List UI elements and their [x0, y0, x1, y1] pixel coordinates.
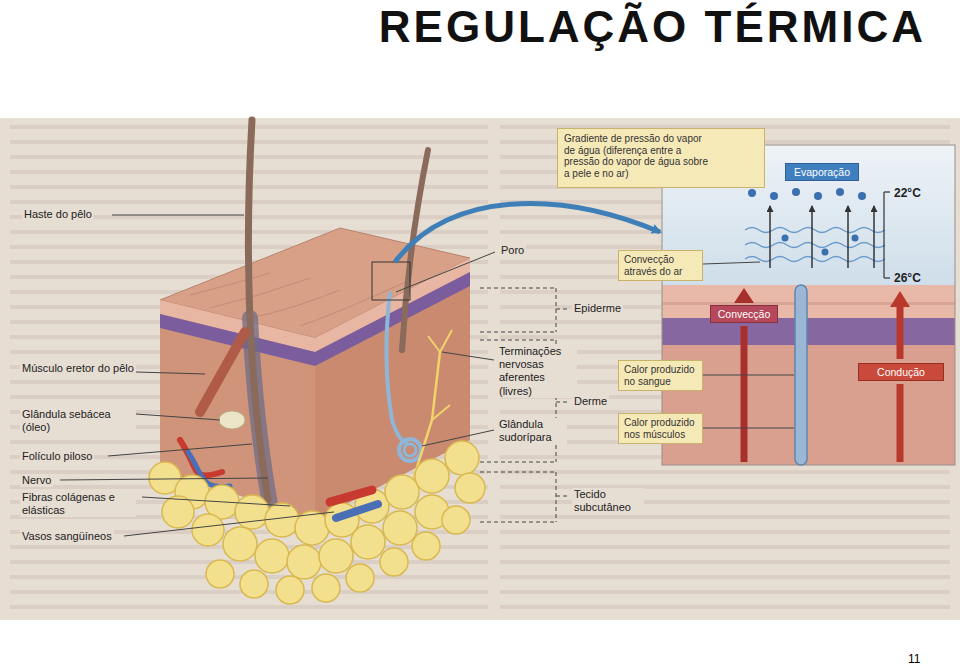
part-label: Tecido subcutâneo	[572, 488, 644, 514]
text-box: Convecção	[710, 305, 778, 323]
page-number: 11	[906, 652, 922, 666]
text-box: Condução	[858, 363, 944, 381]
part-label: 26°C	[892, 271, 923, 285]
part-label: Folículo piloso	[20, 450, 94, 463]
part-label: Derme	[572, 395, 609, 408]
box-text: Condução	[862, 366, 940, 378]
part-label: Músculo eretor do pêlo	[20, 362, 136, 375]
text-box: Gradiente de pressão do vapor de água (d…	[557, 128, 765, 188]
box-text: Convecção através do ar	[624, 254, 697, 277]
text-box: Convecção através do ar	[618, 250, 703, 281]
part-label: Epiderme	[572, 302, 623, 315]
part-label: Haste do pêlo	[22, 208, 94, 221]
box-text: Gradiente de pressão do vapor de água (d…	[564, 133, 714, 179]
part-label: Glândula sebácea (óleo)	[20, 408, 136, 434]
part-label: Terminações nervosas aferentes (livres)	[497, 345, 577, 398]
part-label: Nervo	[20, 474, 53, 487]
part-label: 22°C	[892, 186, 923, 200]
text-box: Calor produzido no sangue	[618, 360, 703, 391]
part-label: Glândula sudorípara	[497, 418, 567, 444]
text-box: Evaporação	[785, 163, 859, 181]
box-text: Calor produzido no sangue	[624, 364, 697, 387]
part-label: Poro	[499, 244, 526, 257]
part-label: Fibras colágenas e elásticas	[20, 491, 136, 517]
text-box: Calor produzido nos músculos	[618, 413, 703, 444]
box-text: Convecção	[714, 308, 774, 320]
box-text: Evaporação	[789, 166, 855, 178]
box-text: Calor produzido nos músculos	[624, 417, 697, 440]
part-label: Vasos sangüíneos	[20, 530, 114, 543]
page-title: REGULAÇÃO TÉRMICA	[379, 2, 926, 52]
